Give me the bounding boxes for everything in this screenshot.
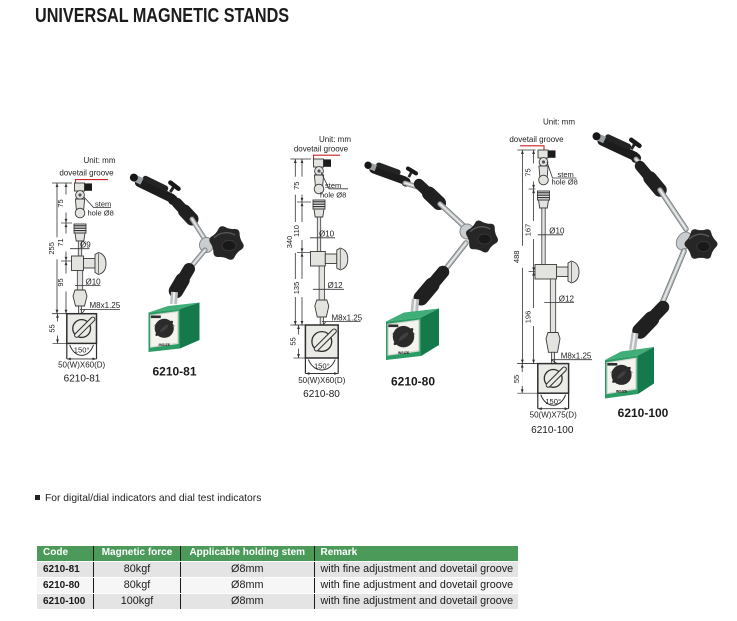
svg-text:71: 71 xyxy=(56,238,65,246)
svg-text:55: 55 xyxy=(288,337,297,345)
svg-text:75: 75 xyxy=(292,182,301,190)
svg-text:dovetail groove: dovetail groove xyxy=(59,169,114,178)
svg-text:dovetail groove: dovetail groove xyxy=(294,145,349,154)
svg-text:167: 167 xyxy=(523,224,532,237)
svg-text:6210-100: 6210-100 xyxy=(531,425,574,436)
svg-text:Unit: mm: Unit: mm xyxy=(84,156,116,165)
svg-text:255: 255 xyxy=(47,242,56,255)
svg-text:50(W)X75(D): 50(W)X75(D) xyxy=(530,411,577,420)
svg-text:Ø10: Ø10 xyxy=(549,227,565,236)
svg-text:Unit: mm: Unit: mm xyxy=(319,135,351,144)
svg-text:hole Ø8: hole Ø8 xyxy=(552,178,578,187)
svg-text:stem: stem xyxy=(325,181,341,190)
svg-text:6210-81: 6210-81 xyxy=(152,365,196,379)
svg-text:Ø10: Ø10 xyxy=(319,230,335,239)
svg-text:95: 95 xyxy=(56,278,65,286)
svg-text:150°: 150° xyxy=(314,362,330,371)
svg-text:50(W)X60(D): 50(W)X60(D) xyxy=(298,376,345,385)
svg-text:6210-100: 6210-100 xyxy=(618,406,669,420)
svg-text:stem: stem xyxy=(558,170,574,179)
svg-text:Ø12: Ø12 xyxy=(328,281,344,290)
svg-text:stem: stem xyxy=(95,200,111,209)
svg-text:M8x1.25: M8x1.25 xyxy=(561,352,592,361)
svg-text:hole Ø8: hole Ø8 xyxy=(88,209,114,218)
svg-text:196: 196 xyxy=(523,311,532,324)
svg-text:6210-80: 6210-80 xyxy=(303,389,340,400)
svg-text:INSIZE: INSIZE xyxy=(398,351,410,355)
svg-text:110: 110 xyxy=(292,225,301,237)
svg-text:55: 55 xyxy=(512,375,521,383)
svg-text:Ø10: Ø10 xyxy=(86,278,102,287)
svg-text:55: 55 xyxy=(47,324,56,332)
svg-text:75: 75 xyxy=(523,168,532,176)
svg-text:488: 488 xyxy=(512,251,521,264)
svg-text:6210-81: 6210-81 xyxy=(64,374,101,385)
svg-text:6210-80: 6210-80 xyxy=(391,375,435,389)
svg-text:Unit: mm: Unit: mm xyxy=(543,118,575,127)
svg-text:INSIZE: INSIZE xyxy=(158,343,170,347)
svg-text:340: 340 xyxy=(285,236,294,249)
svg-text:150°: 150° xyxy=(74,346,90,355)
svg-text:135: 135 xyxy=(292,282,301,295)
svg-text:dovetail groove: dovetail groove xyxy=(509,135,564,144)
svg-text:Ø12: Ø12 xyxy=(559,294,575,303)
svg-text:INSIZE: INSIZE xyxy=(616,390,628,394)
svg-text:Ø9: Ø9 xyxy=(80,241,91,250)
svg-text:150°: 150° xyxy=(545,397,561,406)
svg-text:M8x1.25: M8x1.25 xyxy=(332,314,363,323)
svg-text:50(W)X60(D): 50(W)X60(D) xyxy=(58,361,105,370)
svg-text:hole Ø8: hole Ø8 xyxy=(320,191,346,200)
svg-text:M8x1.25: M8x1.25 xyxy=(90,301,121,310)
svg-text:75: 75 xyxy=(56,199,65,207)
